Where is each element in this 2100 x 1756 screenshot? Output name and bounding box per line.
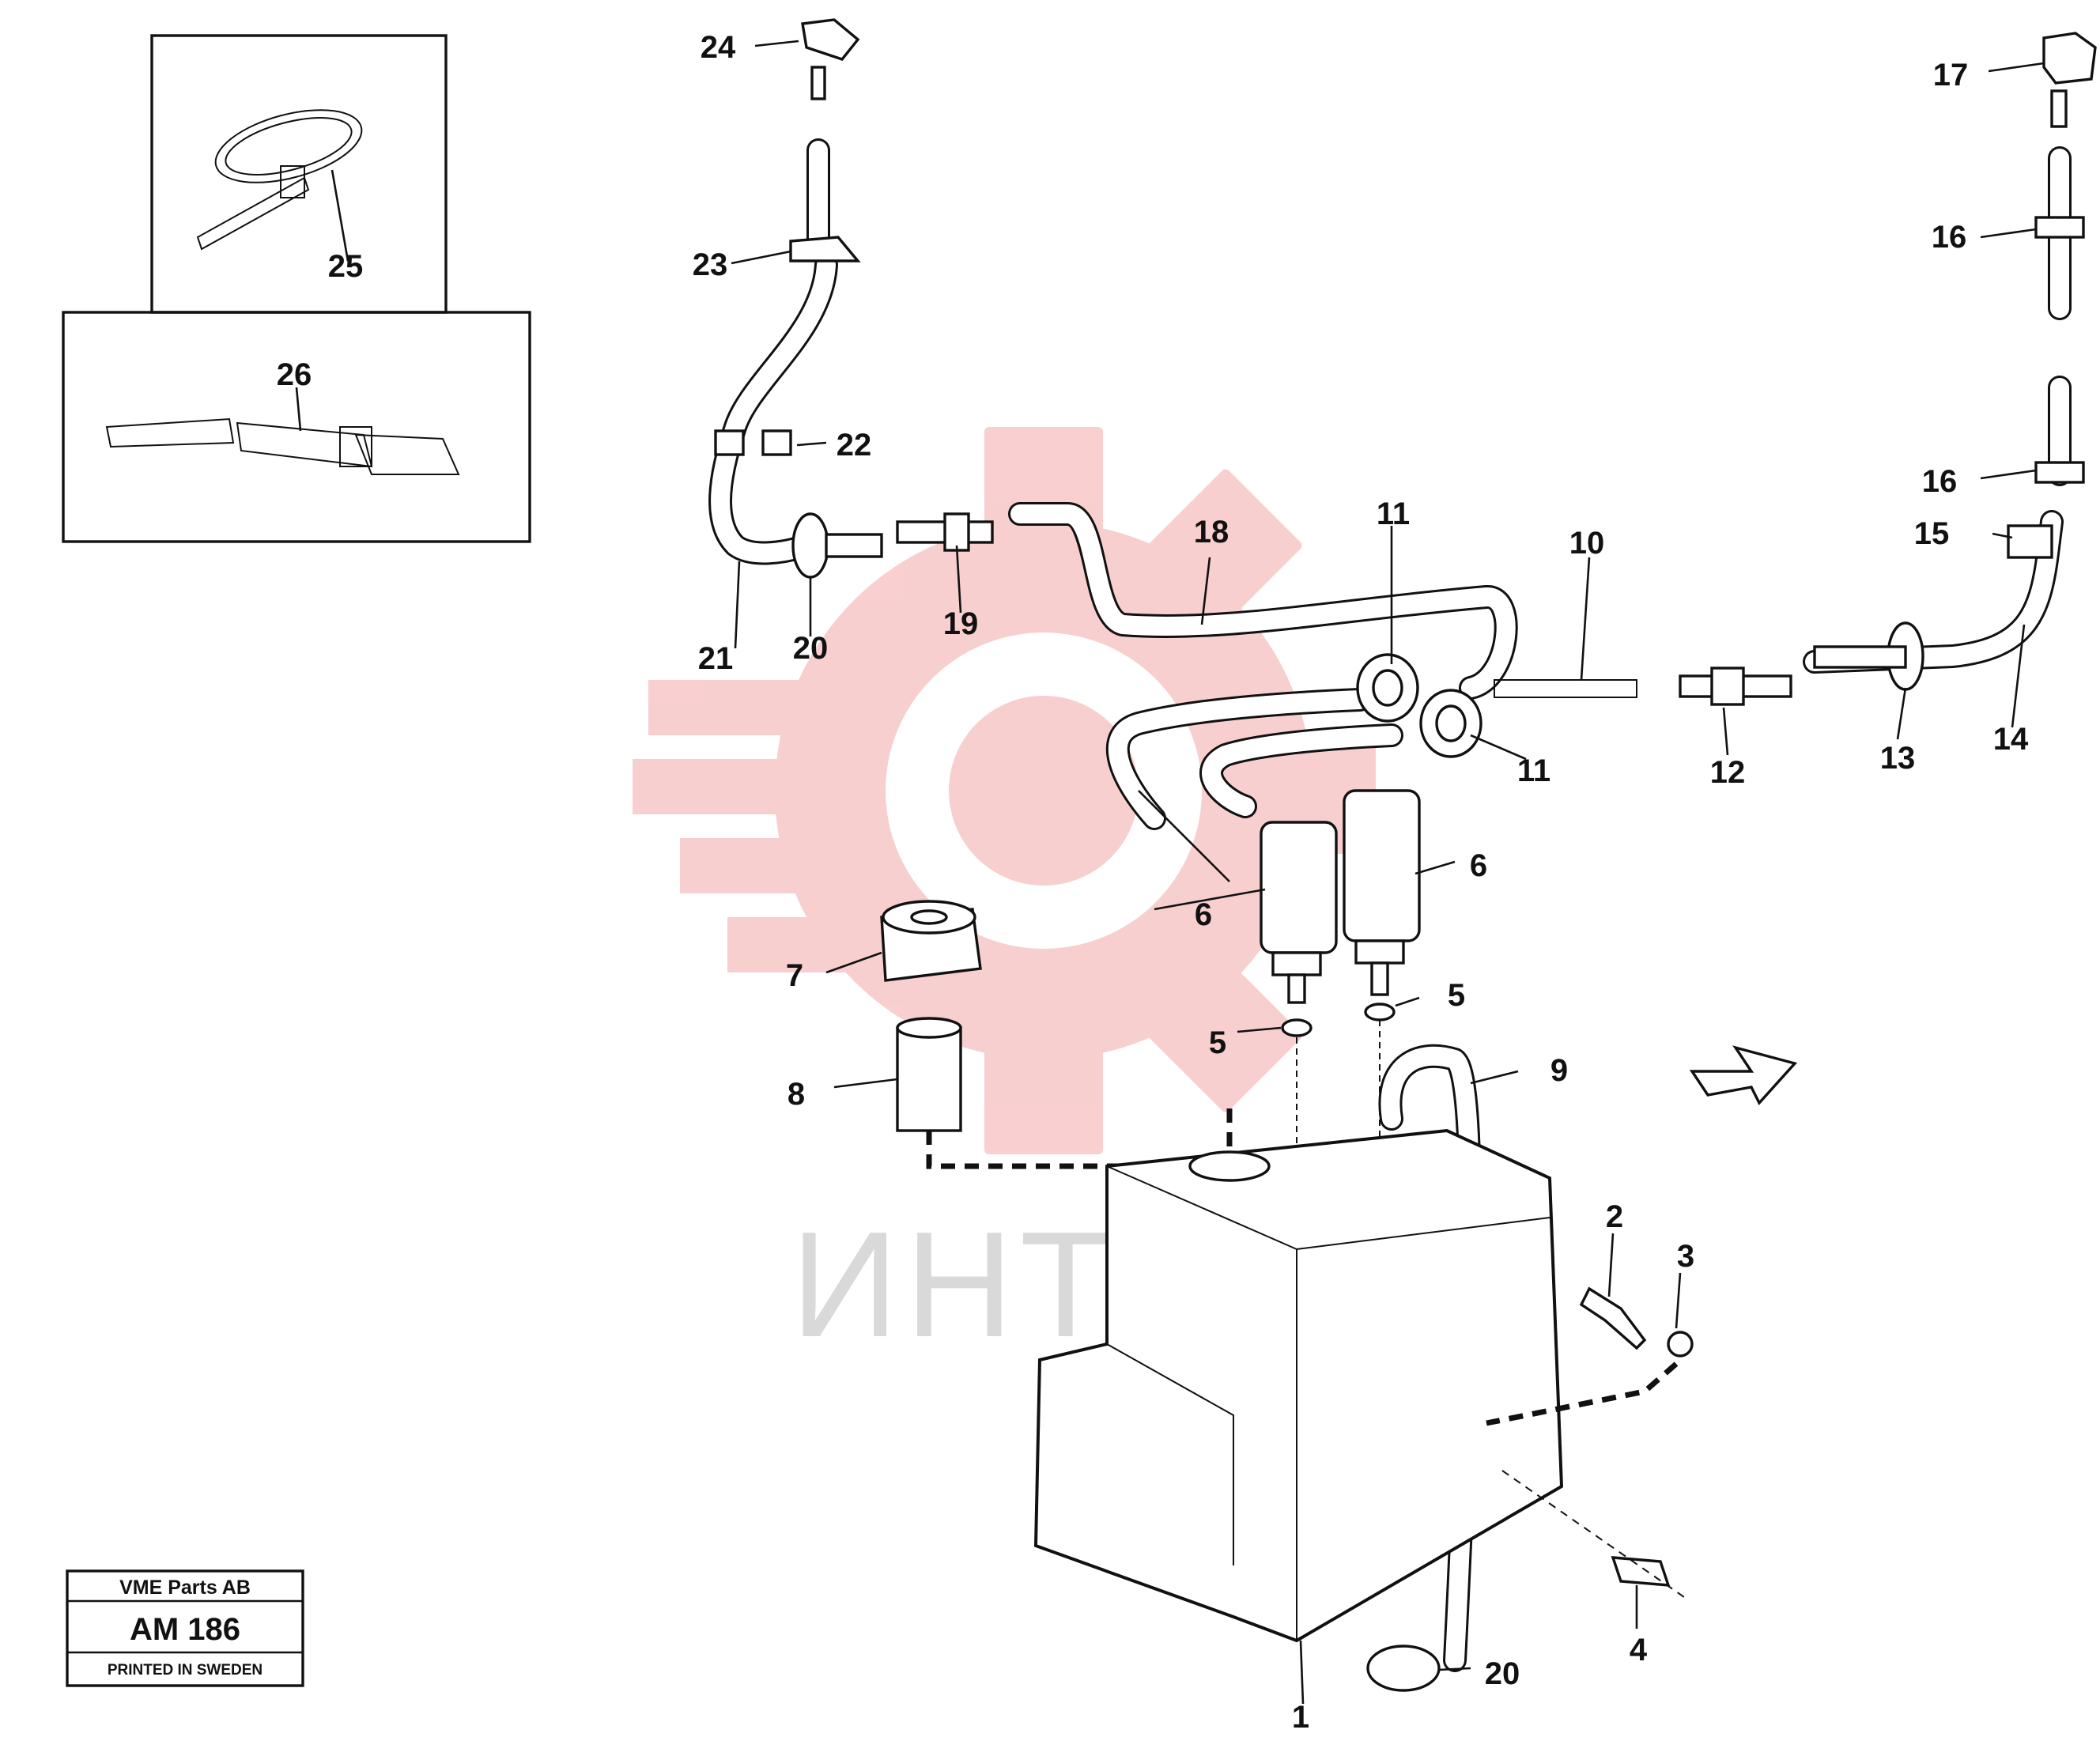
callout-6-right: 6 — [1470, 848, 1487, 883]
callout-4: 4 — [1630, 1633, 1648, 1667]
callout-26: 26 — [277, 357, 312, 392]
inset-cable-tie — [150, 34, 448, 314]
callout-16-bottom: 16 — [1922, 464, 1958, 499]
washer-pumps — [1260, 789, 1421, 1384]
callout-20-top: 20 — [793, 631, 829, 666]
callout-22: 22 — [837, 428, 872, 463]
filler-cap-and-strainer — [880, 900, 1233, 1169]
callout-9: 9 — [1550, 1053, 1568, 1088]
callout-labels: 24 23 22 21 20 19 18 11 11 10 12 13 14 1… — [277, 30, 2029, 1735]
callout-21: 21 — [698, 641, 734, 676]
callout-13: 13 — [1880, 741, 1916, 776]
callout-15: 15 — [1914, 516, 1950, 551]
callout-23: 23 — [693, 247, 728, 282]
inset-strap — [62, 311, 531, 543]
callout-25: 25 — [328, 249, 364, 284]
stamp-footer: PRINTED IN SWEDEN — [108, 1662, 262, 1679]
stamp-code: AM 186 — [130, 1612, 240, 1647]
callout-1: 1 — [1292, 1700, 1309, 1735]
callout-5-right: 5 — [1448, 978, 1465, 1013]
callout-12: 12 — [1710, 755, 1746, 790]
callout-16-top: 16 — [1932, 220, 1967, 255]
watermark-gear-logo — [633, 427, 1376, 1154]
callout-11-bottom: 11 — [1517, 753, 1550, 788]
hose-lines — [708, 138, 2072, 1672]
callout-18: 18 — [1194, 515, 1229, 549]
callout-20-bottom: 20 — [1485, 1656, 1520, 1691]
reservoir-tank — [1033, 1128, 1679, 1643]
callout-6-left: 6 — [1195, 897, 1212, 932]
fittings — [714, 18, 2097, 758]
callout-10: 10 — [1569, 526, 1605, 561]
callout-3: 3 — [1677, 1239, 1694, 1274]
callout-19: 19 — [943, 606, 979, 641]
callout-24: 24 — [701, 30, 736, 65]
title-stamp: VME Parts AB AM 186 PRINTED IN SWEDEN — [66, 1569, 304, 1687]
callout-5-left: 5 — [1209, 1025, 1226, 1060]
callout-2: 2 — [1606, 1199, 1623, 1234]
callout-11-top: 11 — [1377, 497, 1410, 531]
stamp-company: VME Parts AB — [119, 1577, 251, 1599]
mounting-hardware — [1366, 1286, 1694, 1692]
direction-arrow — [1689, 1045, 1798, 1105]
callout-8: 8 — [788, 1077, 805, 1112]
callout-7: 7 — [786, 958, 803, 993]
leader-lines — [731, 40, 2045, 1705]
callout-17: 17 — [1933, 58, 1969, 93]
callout-14: 14 — [1993, 722, 2029, 757]
